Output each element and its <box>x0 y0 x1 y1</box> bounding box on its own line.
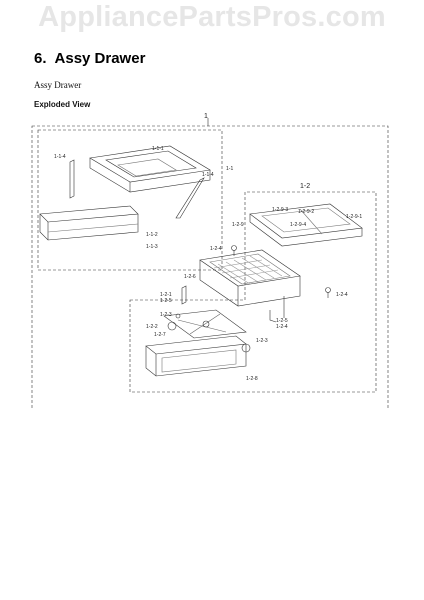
callout-1-2-5-right: 1-2-5 <box>276 318 288 324</box>
section-title: 6. Assy Drawer <box>34 50 145 67</box>
assembly-boundary <box>31 125 389 410</box>
watermark-logo: AppliancePartsPros.com <box>38 1 386 33</box>
subassembly-1-2-boundary <box>129 191 377 393</box>
callout-1-2-9: 1-2-9 <box>232 222 244 228</box>
callout-1-2-4-left: 1-2-4 <box>210 246 222 252</box>
screw-1-2-3-left <box>175 313 181 319</box>
wheel-1-2-2 <box>167 321 177 331</box>
callout-1-1-2: 1-1-2 <box>146 232 158 238</box>
section-heading: Assy Drawer <box>54 50 146 67</box>
callout-1: 1 <box>204 113 208 120</box>
front-frame <box>145 335 247 377</box>
drawer-tray <box>89 145 211 193</box>
callout-1-2-9-4: 1-2-9-4 <box>290 222 306 228</box>
caster-1-2-4-right <box>325 287 331 293</box>
callout-1-2: 1-2 <box>300 183 310 190</box>
callout-1-2-1: 1-2-1 <box>160 292 172 298</box>
bottom-plate <box>163 309 247 339</box>
callout-1-1-4-right: 1-1-4 <box>202 172 214 178</box>
wheel-1-2-3-right <box>241 343 251 353</box>
view-label: Exploded View <box>34 100 91 109</box>
rear-frame <box>249 203 363 247</box>
bracket-1-2-1 <box>181 285 187 305</box>
callout-1-1: 1-1 <box>226 166 233 172</box>
left-rail <box>69 159 75 199</box>
callout-1-2-4-right: 1-2-4 <box>336 292 348 298</box>
callout-1-2-9-3: 1-2-9-3 <box>272 207 288 213</box>
callout-1-2-4-lower: 1-2-4 <box>276 324 288 330</box>
callout-1-2-9-2: 1-2-9-2 <box>298 209 314 215</box>
subtitle: Assy Drawer <box>34 80 82 90</box>
callout-1-2-7: 1-2-7 <box>154 332 166 338</box>
drawer-front-panel <box>39 205 139 241</box>
callout-1-2-5-left: 1-2-5 <box>160 298 172 304</box>
callout-1-2-6: 1-2-6 <box>184 274 196 280</box>
callout-1-2-3-left: 1-2-3 <box>160 312 172 318</box>
exploded-view-diagram: 1 1-2 1-1 1-1-1 1-1-2 1-1-3 1-1-4 1-1-4 … <box>31 113 389 410</box>
callout-1-2-8: 1-2-8 <box>246 376 258 382</box>
caster-1-2-4-left <box>231 245 237 251</box>
callout-1-1-3: 1-1-3 <box>146 244 158 250</box>
callout-1-2-2: 1-2-2 <box>146 324 158 330</box>
callout-1-1-1: 1-1-1 <box>152 146 164 152</box>
section-number: 6. <box>34 50 47 67</box>
callout-1-1-4-left: 1-1-4 <box>54 154 66 160</box>
grid-base <box>199 249 301 323</box>
right-rail <box>175 177 205 219</box>
subassembly-1-1-boundary <box>37 129 223 271</box>
callout-1-2-9-1: 1-2-9-1 <box>346 214 362 220</box>
callout-1-2-3-right: 1-2-3 <box>256 338 268 344</box>
